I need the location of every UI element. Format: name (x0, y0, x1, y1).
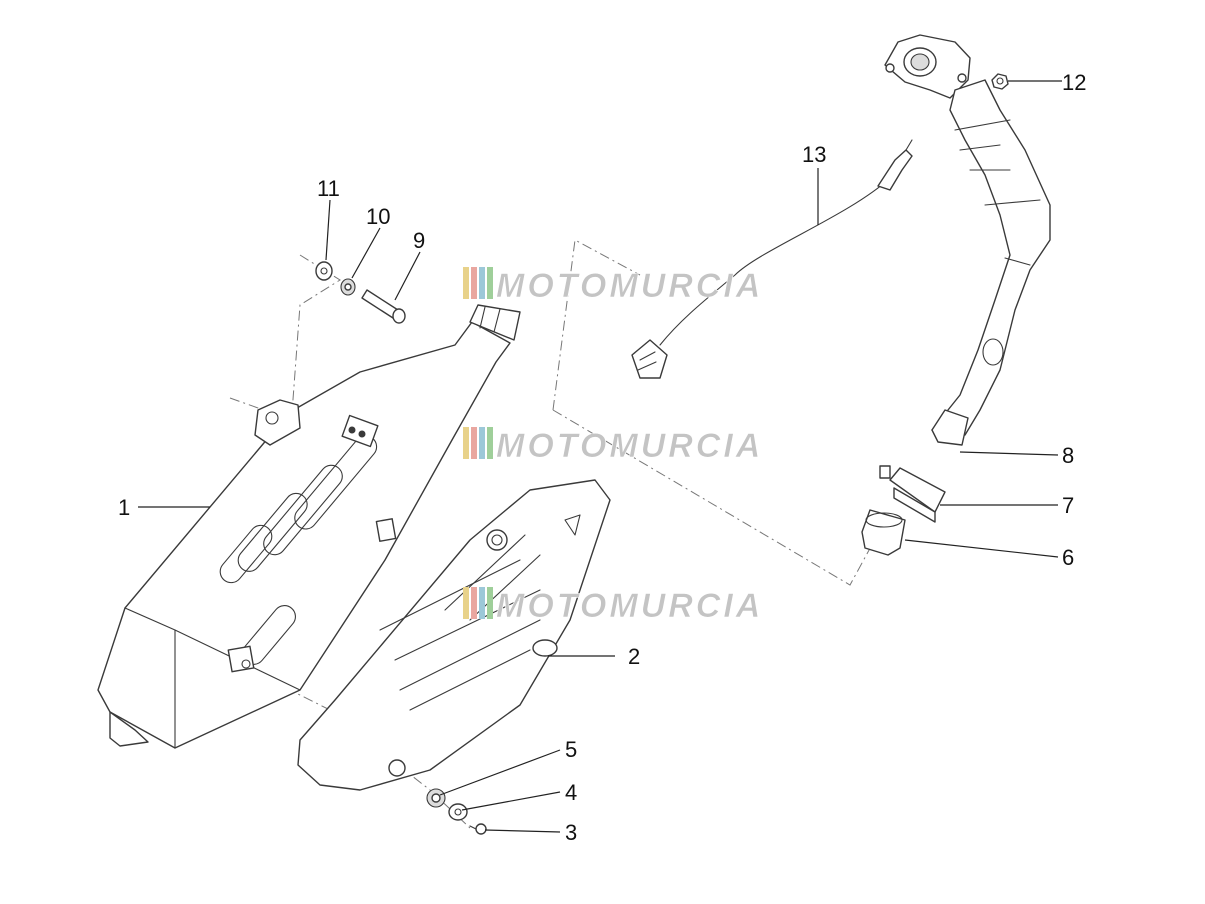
watermark-text-top: MOTOMURCIA (496, 267, 763, 305)
washer-part-11 (315, 261, 333, 281)
callout-12: 12 (1062, 70, 1086, 95)
clamp-part-7 (879, 465, 946, 523)
callout-3: 3 (565, 820, 577, 845)
screw-part-3 (469, 823, 487, 835)
silencer-part-1 (97, 304, 521, 749)
washer-part-4 (448, 803, 468, 821)
callout-7: 7 (1062, 493, 1074, 518)
exhaust-manifold-part-8 (884, 34, 1051, 446)
callout-10: 10 (366, 204, 390, 229)
callout-4: 4 (565, 780, 577, 805)
callout-labels: 1 2 3 4 5 6 7 8 9 10 11 12 13 (118, 70, 1086, 845)
silencer-ribs (219, 435, 378, 665)
callout-11: 11 (317, 176, 340, 201)
callout-5: 5 (565, 737, 577, 762)
callout-2: 2 (628, 644, 640, 669)
lambda-sensor-part-13 (631, 139, 913, 379)
grommet-part-5 (426, 788, 446, 808)
callout-6: 6 (1062, 545, 1074, 570)
watermark-top: MOTOMURCIA (463, 267, 763, 305)
watermark-text-middle: MOTOMURCIA (496, 427, 763, 465)
heat-shield-part-2 (297, 479, 611, 791)
callout-13: 13 (802, 142, 826, 167)
watermark-middle: MOTOMURCIA (463, 427, 763, 465)
nut-part-12 (991, 73, 1009, 90)
callout-1: 1 (118, 495, 130, 520)
callout-8: 8 (1062, 443, 1074, 468)
watermark-text-bottom: MOTOMURCIA (496, 587, 763, 625)
leader-lines (138, 80, 1062, 833)
gasket-part-6 (861, 509, 906, 556)
screw-part-9 (361, 289, 406, 324)
watermark-bottom: MOTOMURCIA (463, 587, 763, 625)
spacer-part-10 (340, 278, 356, 296)
callout-9: 9 (413, 228, 425, 253)
